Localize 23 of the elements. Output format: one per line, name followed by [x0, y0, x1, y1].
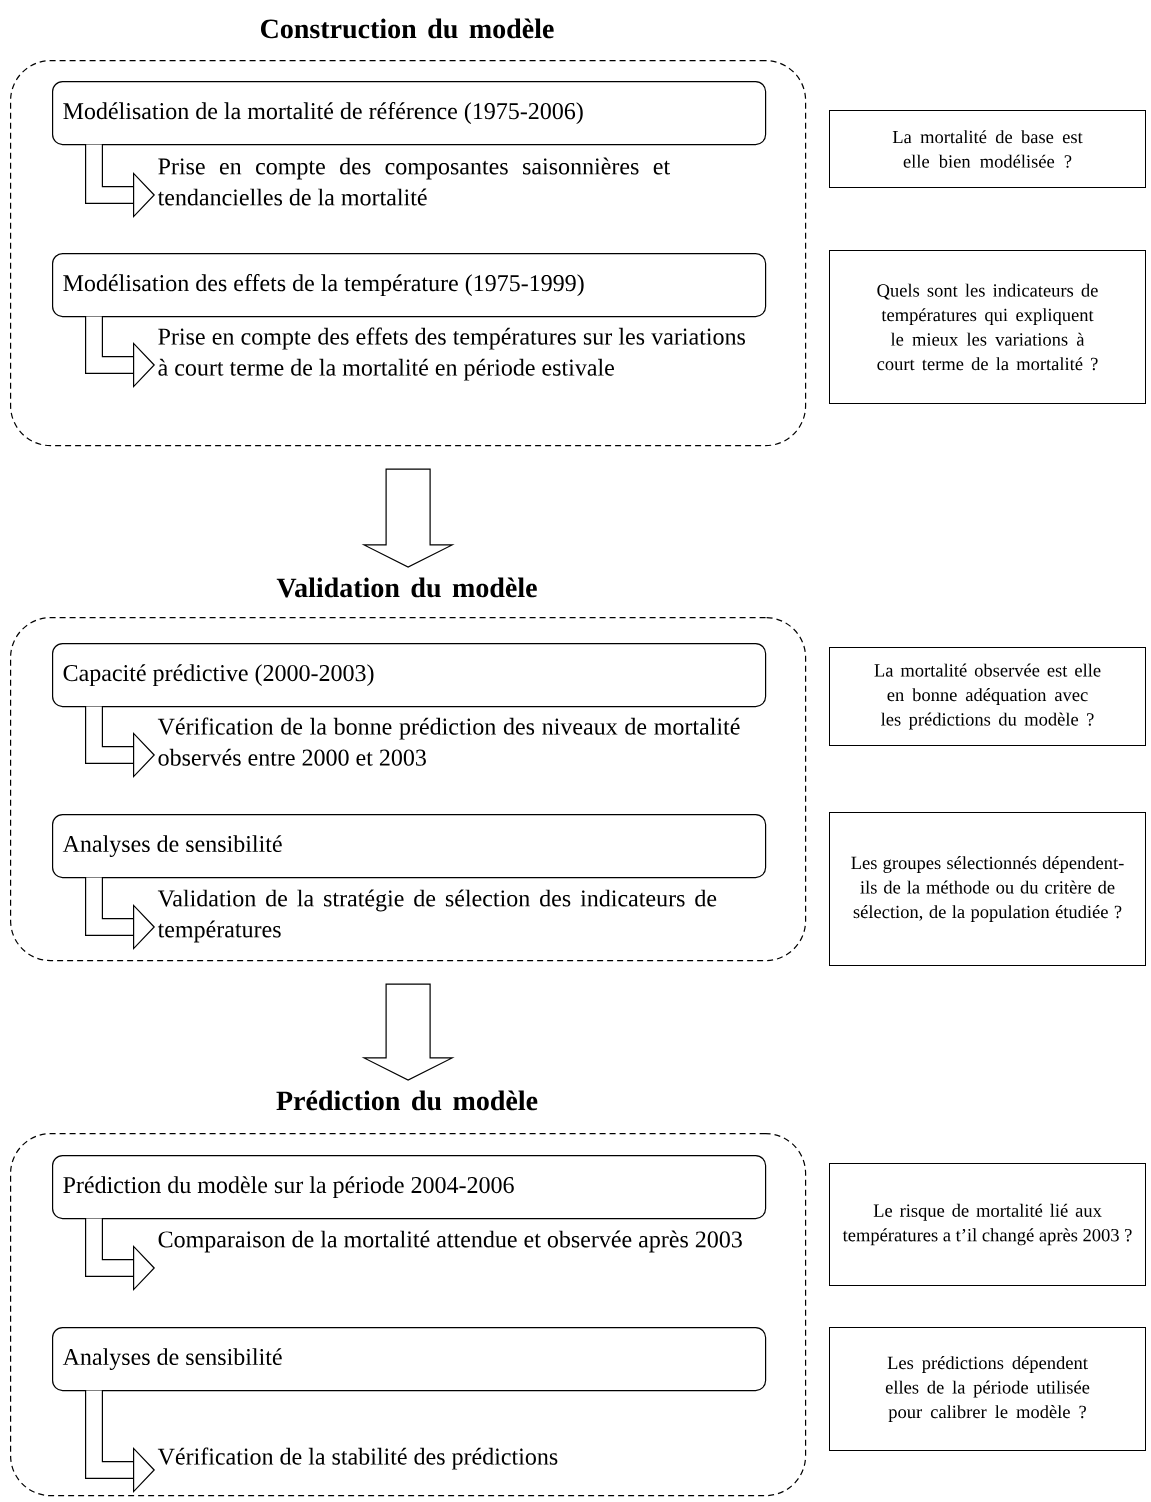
- step-text: Validation de la stratégie de sélection des indicateurs de températures: [157, 889, 717, 943]
- step-text: Vérification de la stabilité des prédictions: [157, 1447, 558, 1470]
- question-box: Les groupes sélectionnés dépendent-ils de la méthode ou du critère de sélection, de la population étudiée ?: [829, 812, 1146, 966]
- section-title: Prédiction du modèle: [276, 1090, 538, 1111]
- question-box: Le risque de mortalité lié aux températures a t’il changé après 2003 ?: [829, 1163, 1146, 1286]
- process-box: Prédiction du modèle sur la période 2004-2006: [52, 1155, 767, 1220]
- process-box: Analyses de sensibilité: [52, 1327, 767, 1392]
- process-box: Modélisation de la mortalité de référence (1975-2006): [52, 81, 767, 146]
- process-box: Analyses de sensibilité: [52, 814, 767, 879]
- section-title: Construction du modèle: [260, 18, 554, 39]
- process-box: Modélisation des effets de la température (1975-1999): [52, 253, 767, 318]
- question-box: Quels sont les indicateurs de températures qui expliquent le mieux les variations à court terme de la mortalité ?: [829, 250, 1146, 404]
- step-text: Prise en compte des effets des températures sur les variations à court terme de la mortalité en période estivale: [158, 327, 745, 381]
- process-box: Capacité prédictive (2000-2003): [52, 643, 767, 708]
- question-box: La mortalité observée est elle en bonne adéquation avec les prédictions du modèle ?: [829, 647, 1146, 746]
- step-text: Prise en compte des composantes saisonnières et tendancielles de la mortalité: [157, 157, 670, 206]
- section-title: Validation du modèle: [276, 577, 537, 598]
- hollow-arrow: [361, 468, 455, 568]
- hollow-arrow: [361, 983, 455, 1081]
- step-text: Comparaison de la mortalité attendue et observée après 2003: [158, 1230, 742, 1253]
- question-box: La mortalité de base est elle bien modélisée ?: [829, 110, 1146, 188]
- step-text: Vérification de la bonne prédiction des niveaux de mortalité observés entre 2000 et 2003: [157, 717, 740, 766]
- question-box: Les prédictions dépendent elles de la période utilisée pour calibrer le modèle ?: [829, 1327, 1146, 1451]
